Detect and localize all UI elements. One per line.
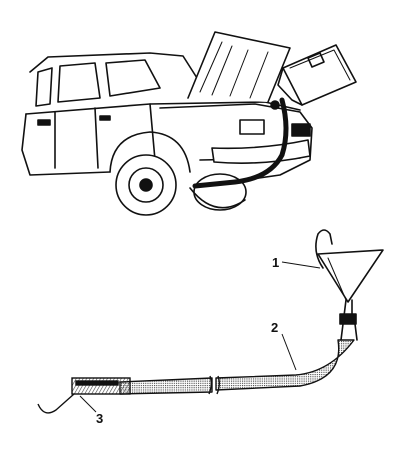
car-window-rear-door (57, 62, 101, 103)
trunk-lid (187, 31, 291, 103)
hose-bend (215, 339, 355, 391)
hose-break (208, 375, 220, 395)
hose (119, 339, 355, 395)
car-roof (29, 52, 198, 79)
tail-light (239, 119, 265, 135)
rear-bumper (211, 139, 311, 164)
fuel-canister (277, 44, 357, 106)
car-hose (192, 97, 289, 189)
leader-lines (79, 261, 321, 413)
funnel-assembly (315, 229, 384, 341)
callout-2-label: 2 (271, 320, 278, 335)
callout-3-label: 3 (96, 411, 103, 426)
funnel-hook (315, 229, 333, 269)
car-illustration (21, 31, 357, 216)
car-window-front (35, 67, 53, 107)
end-hook (37, 393, 75, 414)
car-window-quarter (105, 59, 161, 97)
car-body-side (21, 113, 111, 176)
end-fitting (37, 377, 131, 414)
funnel-cone (317, 249, 384, 303)
door-handle (37, 119, 51, 126)
callout-1-label: 1 (272, 255, 279, 270)
hose-clamp (339, 313, 357, 325)
